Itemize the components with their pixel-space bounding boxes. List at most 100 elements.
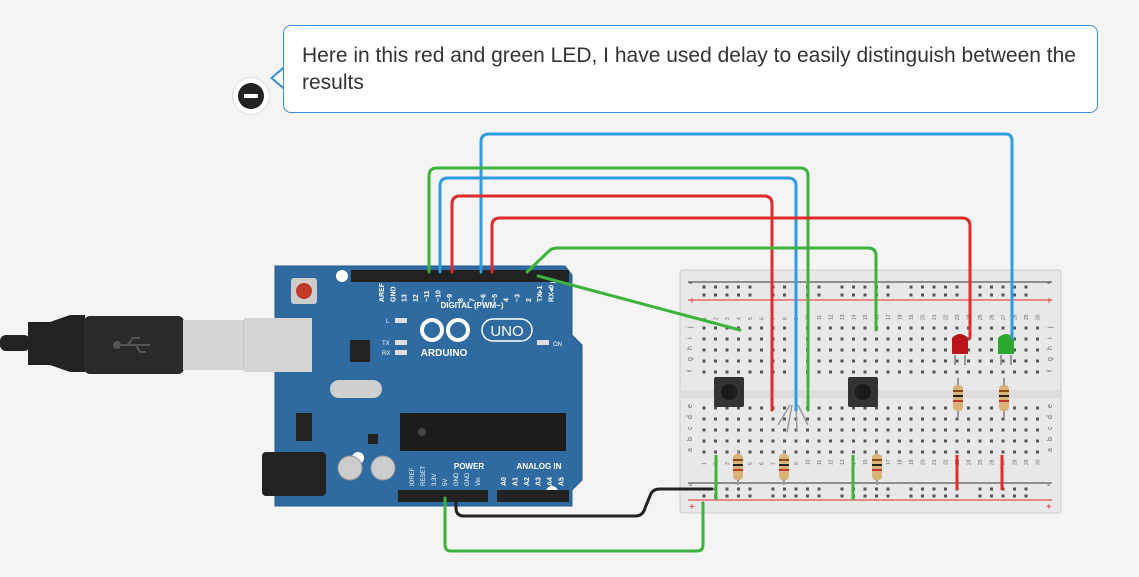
- breadboard-hole[interactable]: [886, 428, 890, 432]
- breadboard-hole[interactable]: [886, 417, 890, 421]
- breadboard-hole[interactable]: [783, 326, 786, 330]
- breadboard-hole[interactable]: [886, 326, 890, 330]
- breadboard-hole[interactable]: [944, 450, 947, 454]
- breadboard-hole[interactable]: [783, 417, 786, 421]
- breadboard-hole[interactable]: [875, 406, 878, 410]
- breadboard-hole[interactable]: [852, 337, 855, 341]
- breadboard-hole[interactable]: [783, 428, 786, 432]
- breadboard-hole[interactable]: [725, 406, 729, 410]
- rail-hole[interactable]: [817, 487, 821, 491]
- breadboard-hole[interactable]: [967, 439, 970, 443]
- breadboard-hole[interactable]: [1013, 428, 1016, 432]
- rail-hole[interactable]: [863, 494, 867, 498]
- breadboard-hole[interactable]: [898, 337, 901, 341]
- breadboard-hole[interactable]: [794, 439, 798, 443]
- breadboard-hole[interactable]: [829, 370, 832, 374]
- breadboard-hole[interactable]: [748, 370, 752, 374]
- breadboard-hole[interactable]: [737, 337, 740, 341]
- breadboard-hole[interactable]: [1013, 370, 1016, 374]
- breadboard-hole[interactable]: [898, 428, 901, 432]
- breadboard-hole[interactable]: [840, 439, 844, 443]
- breadboard-hole[interactable]: [748, 439, 752, 443]
- breadboard-hole[interactable]: [1036, 450, 1039, 454]
- breadboard-hole[interactable]: [1013, 326, 1016, 330]
- breadboard-hole[interactable]: [1013, 417, 1016, 421]
- rail-hole[interactable]: [921, 285, 924, 289]
- rail-hole[interactable]: [817, 285, 821, 289]
- rail-hole[interactable]: [978, 285, 982, 289]
- breadboard-hole[interactable]: [990, 348, 993, 352]
- breadboard-hole[interactable]: [702, 406, 706, 410]
- breadboard-hole[interactable]: [898, 450, 901, 454]
- breadboard-hole[interactable]: [875, 370, 878, 374]
- breadboard-hole[interactable]: [1013, 450, 1016, 454]
- breadboard-hole[interactable]: [898, 359, 901, 363]
- breadboard-hole[interactable]: [829, 359, 832, 363]
- breadboard-hole[interactable]: [863, 428, 867, 432]
- breadboard-hole[interactable]: [714, 406, 717, 410]
- breadboard-hole[interactable]: [921, 439, 924, 443]
- breadboard-hole[interactable]: [1024, 428, 1028, 432]
- breadboard-hole[interactable]: [840, 406, 844, 410]
- breadboard-hole[interactable]: [886, 348, 890, 352]
- breadboard-hole[interactable]: [1024, 348, 1028, 352]
- breadboard-hole[interactable]: [702, 439, 706, 443]
- breadboard-hole[interactable]: [863, 370, 867, 374]
- breadboard-hole[interactable]: [967, 359, 970, 363]
- breadboard-hole[interactable]: [829, 348, 832, 352]
- breadboard-hole[interactable]: [748, 337, 752, 341]
- arduino-uno-board[interactable]: UNO ARDUINO DIGITAL (PWM~) POWER ANALOG …: [244, 265, 583, 507]
- breadboard-hole[interactable]: [760, 370, 763, 374]
- breadboard-hole[interactable]: [909, 337, 913, 341]
- breadboard-hole[interactable]: [725, 428, 729, 432]
- breadboard-hole[interactable]: [748, 450, 752, 454]
- collapse-note-button[interactable]: [232, 77, 270, 115]
- breadboard-hole[interactable]: [817, 417, 821, 421]
- wire-green-5v[interactable]: [443, 496, 705, 553]
- breadboard-hole[interactable]: [748, 348, 752, 352]
- rail-hole[interactable]: [748, 293, 752, 297]
- breadboard-hole[interactable]: [1036, 370, 1039, 374]
- rail-hole[interactable]: [1001, 293, 1005, 297]
- breadboard-hole[interactable]: [1013, 348, 1016, 352]
- breadboard-hole[interactable]: [990, 370, 993, 374]
- breadboard-hole[interactable]: [725, 337, 729, 341]
- rail-hole[interactable]: [921, 494, 924, 498]
- breadboard-hole[interactable]: [725, 450, 729, 454]
- breadboard-hole[interactable]: [1001, 326, 1005, 330]
- breadboard-hole[interactable]: [1024, 439, 1028, 443]
- breadboard-hole[interactable]: [863, 439, 867, 443]
- breadboard-hole[interactable]: [783, 359, 786, 363]
- breadboard-hole[interactable]: [944, 406, 947, 410]
- breadboard-hole[interactable]: [921, 337, 924, 341]
- rail-hole[interactable]: [1013, 293, 1016, 297]
- resistor-3[interactable]: [872, 450, 882, 485]
- breadboard-hole[interactable]: [852, 348, 855, 352]
- breadboard-hole[interactable]: [829, 428, 832, 432]
- breadboard-hole[interactable]: [760, 348, 763, 352]
- breadboard-hole[interactable]: [898, 370, 901, 374]
- rail-hole[interactable]: [932, 494, 936, 498]
- breadboard-hole[interactable]: [1001, 428, 1005, 432]
- breadboard-hole[interactable]: [702, 337, 706, 341]
- wire-green-pin2[interactable]: [536, 274, 742, 332]
- breadboard-hole[interactable]: [921, 406, 924, 410]
- rail-hole[interactable]: [955, 285, 959, 289]
- breadboard-hole[interactable]: [863, 406, 867, 410]
- wire-green-pin3[interactable]: [525, 246, 878, 332]
- breadboard-hole[interactable]: [725, 359, 729, 363]
- breadboard-hole[interactable]: [817, 337, 821, 341]
- breadboard-hole[interactable]: [760, 428, 763, 432]
- breadboard-hole[interactable]: [852, 370, 855, 374]
- breadboard-hole[interactable]: [944, 337, 947, 341]
- rail-hole[interactable]: [702, 494, 706, 498]
- breadboard-hole[interactable]: [932, 417, 936, 421]
- breadboard-hole[interactable]: [737, 359, 740, 363]
- red-led[interactable]: [952, 334, 968, 365]
- breadboard-hole[interactable]: [978, 359, 982, 363]
- rail-hole[interactable]: [1001, 285, 1005, 289]
- rail-hole[interactable]: [921, 487, 924, 491]
- breadboard-hole[interactable]: [921, 370, 924, 374]
- rail-hole[interactable]: [783, 293, 786, 297]
- breadboard-hole[interactable]: [932, 439, 936, 443]
